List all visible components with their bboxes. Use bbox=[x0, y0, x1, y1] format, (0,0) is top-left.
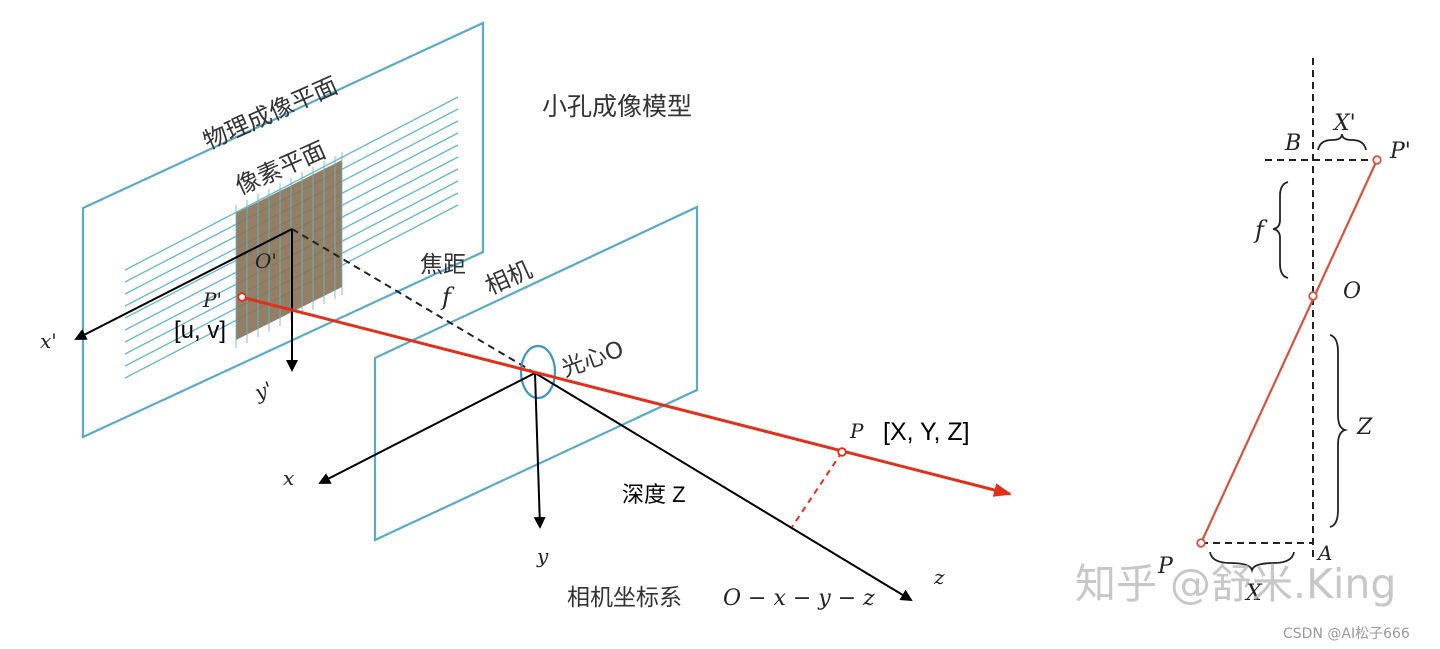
world-coords-label: [X, Y, Z] bbox=[883, 418, 970, 446]
label-A: A bbox=[1316, 541, 1332, 565]
x-prime-brace bbox=[1317, 133, 1367, 151]
image-x-axis-label: x' bbox=[40, 329, 57, 353]
image-point-marker bbox=[237, 292, 247, 302]
label-X-prime: X' bbox=[1332, 111, 1356, 136]
label-P: P bbox=[1157, 554, 1174, 579]
camera-label: 相机 bbox=[481, 255, 536, 300]
right-optical-center-marker bbox=[1308, 291, 1318, 301]
camera-plane bbox=[373, 205, 699, 542]
zhihu-watermark: 知乎 @舒米.King bbox=[1075, 560, 1396, 608]
right-image-point-marker bbox=[1372, 155, 1382, 165]
x-brace bbox=[1209, 551, 1295, 574]
depth-label: 深度 Z bbox=[622, 482, 686, 507]
camera-frame-formula: O − x − y − z bbox=[723, 586, 875, 611]
z-brace bbox=[1329, 334, 1349, 528]
world-point-marker bbox=[837, 447, 847, 457]
projection-ray bbox=[240, 295, 1012, 497]
label-Z: Z bbox=[1356, 415, 1373, 440]
pixel-plane bbox=[236, 160, 342, 340]
camera-x-axis-label: x bbox=[283, 466, 294, 490]
optical-center-label: 光心O bbox=[558, 336, 627, 382]
camera-frame-label: 相机坐标系 bbox=[567, 585, 682, 611]
image-x-axis bbox=[74, 228, 293, 340]
label-B: B bbox=[1284, 131, 1301, 156]
camera-y-axis bbox=[533, 372, 546, 529]
camera-x-axis bbox=[318, 372, 536, 484]
camera-z-axis-label: z bbox=[933, 565, 945, 589]
label-f: f bbox=[1253, 216, 1268, 244]
depth-dashed-line bbox=[791, 451, 843, 528]
camera-y-axis-label: y bbox=[536, 544, 549, 568]
image-y-axis-label: y' bbox=[251, 376, 276, 405]
image-origin-label: O' bbox=[255, 249, 277, 273]
world-point-label: P bbox=[849, 419, 864, 443]
pixel-coords-label: [u, v] bbox=[174, 317, 226, 344]
image-point-label: P' bbox=[202, 288, 222, 312]
label-X: X bbox=[1244, 581, 1263, 606]
csdn-watermark: CSDN @AI松子666 bbox=[1283, 626, 1410, 642]
right-projection-ray bbox=[1200, 159, 1378, 544]
physical-imaging-plane bbox=[81, 21, 485, 439]
optical-center-circle bbox=[519, 344, 557, 400]
diagram-title: 小孔成像模型 bbox=[542, 92, 692, 121]
label-P-prime: P' bbox=[1389, 139, 1411, 164]
focal-length-symbol: f bbox=[440, 283, 455, 311]
camera-z-axis bbox=[534, 372, 913, 602]
f-brace bbox=[1272, 181, 1289, 279]
focal-length-label: 焦距 bbox=[420, 252, 466, 278]
label-O: O bbox=[1343, 279, 1361, 304]
right-world-point-marker bbox=[1196, 538, 1206, 548]
